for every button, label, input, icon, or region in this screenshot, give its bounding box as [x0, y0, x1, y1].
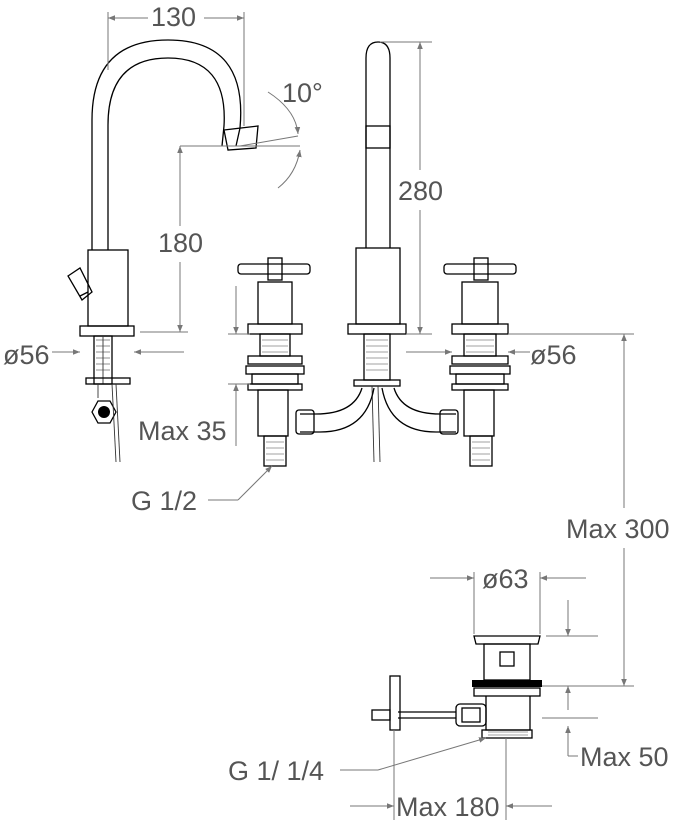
dim-max-deck-thickness: Max 35: [138, 416, 227, 446]
cross-handle-valve-left: [237, 257, 311, 467]
dimension-lines-left: [52, 12, 302, 355]
connecting-hoses: [295, 387, 459, 435]
dim-spout-height: 180: [158, 228, 203, 258]
dim-spout-angle: 10°: [282, 78, 323, 108]
dim-total-height: 280: [398, 176, 443, 206]
dimension-labels: 130 10° 180 280 ø56 ø56 Max 35 G 1/2 Max…: [3, 2, 670, 822]
dim-base-diameter-right: ø56: [530, 340, 577, 370]
spout-mixer: [67, 39, 259, 463]
dim-max-depth: Max 300: [566, 514, 670, 544]
dim-base-diameter-left: ø56: [3, 340, 50, 370]
cross-handle-valve-right: [443, 257, 517, 467]
dim-max-drain-height: Max 50: [580, 742, 669, 772]
pop-up-waste: [371, 635, 542, 739]
dim-waste-thread: G 1/ 1/4: [228, 756, 324, 786]
dim-spout-reach: 130: [151, 2, 196, 32]
dimension-lines-centre: [208, 41, 634, 687]
dimension-lines-waste: [340, 572, 598, 820]
dim-inlet-thread: G 1/2: [131, 486, 197, 516]
centre-spout: [347, 41, 407, 463]
dim-drain-diameter: ø63: [482, 564, 529, 594]
dim-max-rod-reach: Max 180: [396, 792, 500, 822]
